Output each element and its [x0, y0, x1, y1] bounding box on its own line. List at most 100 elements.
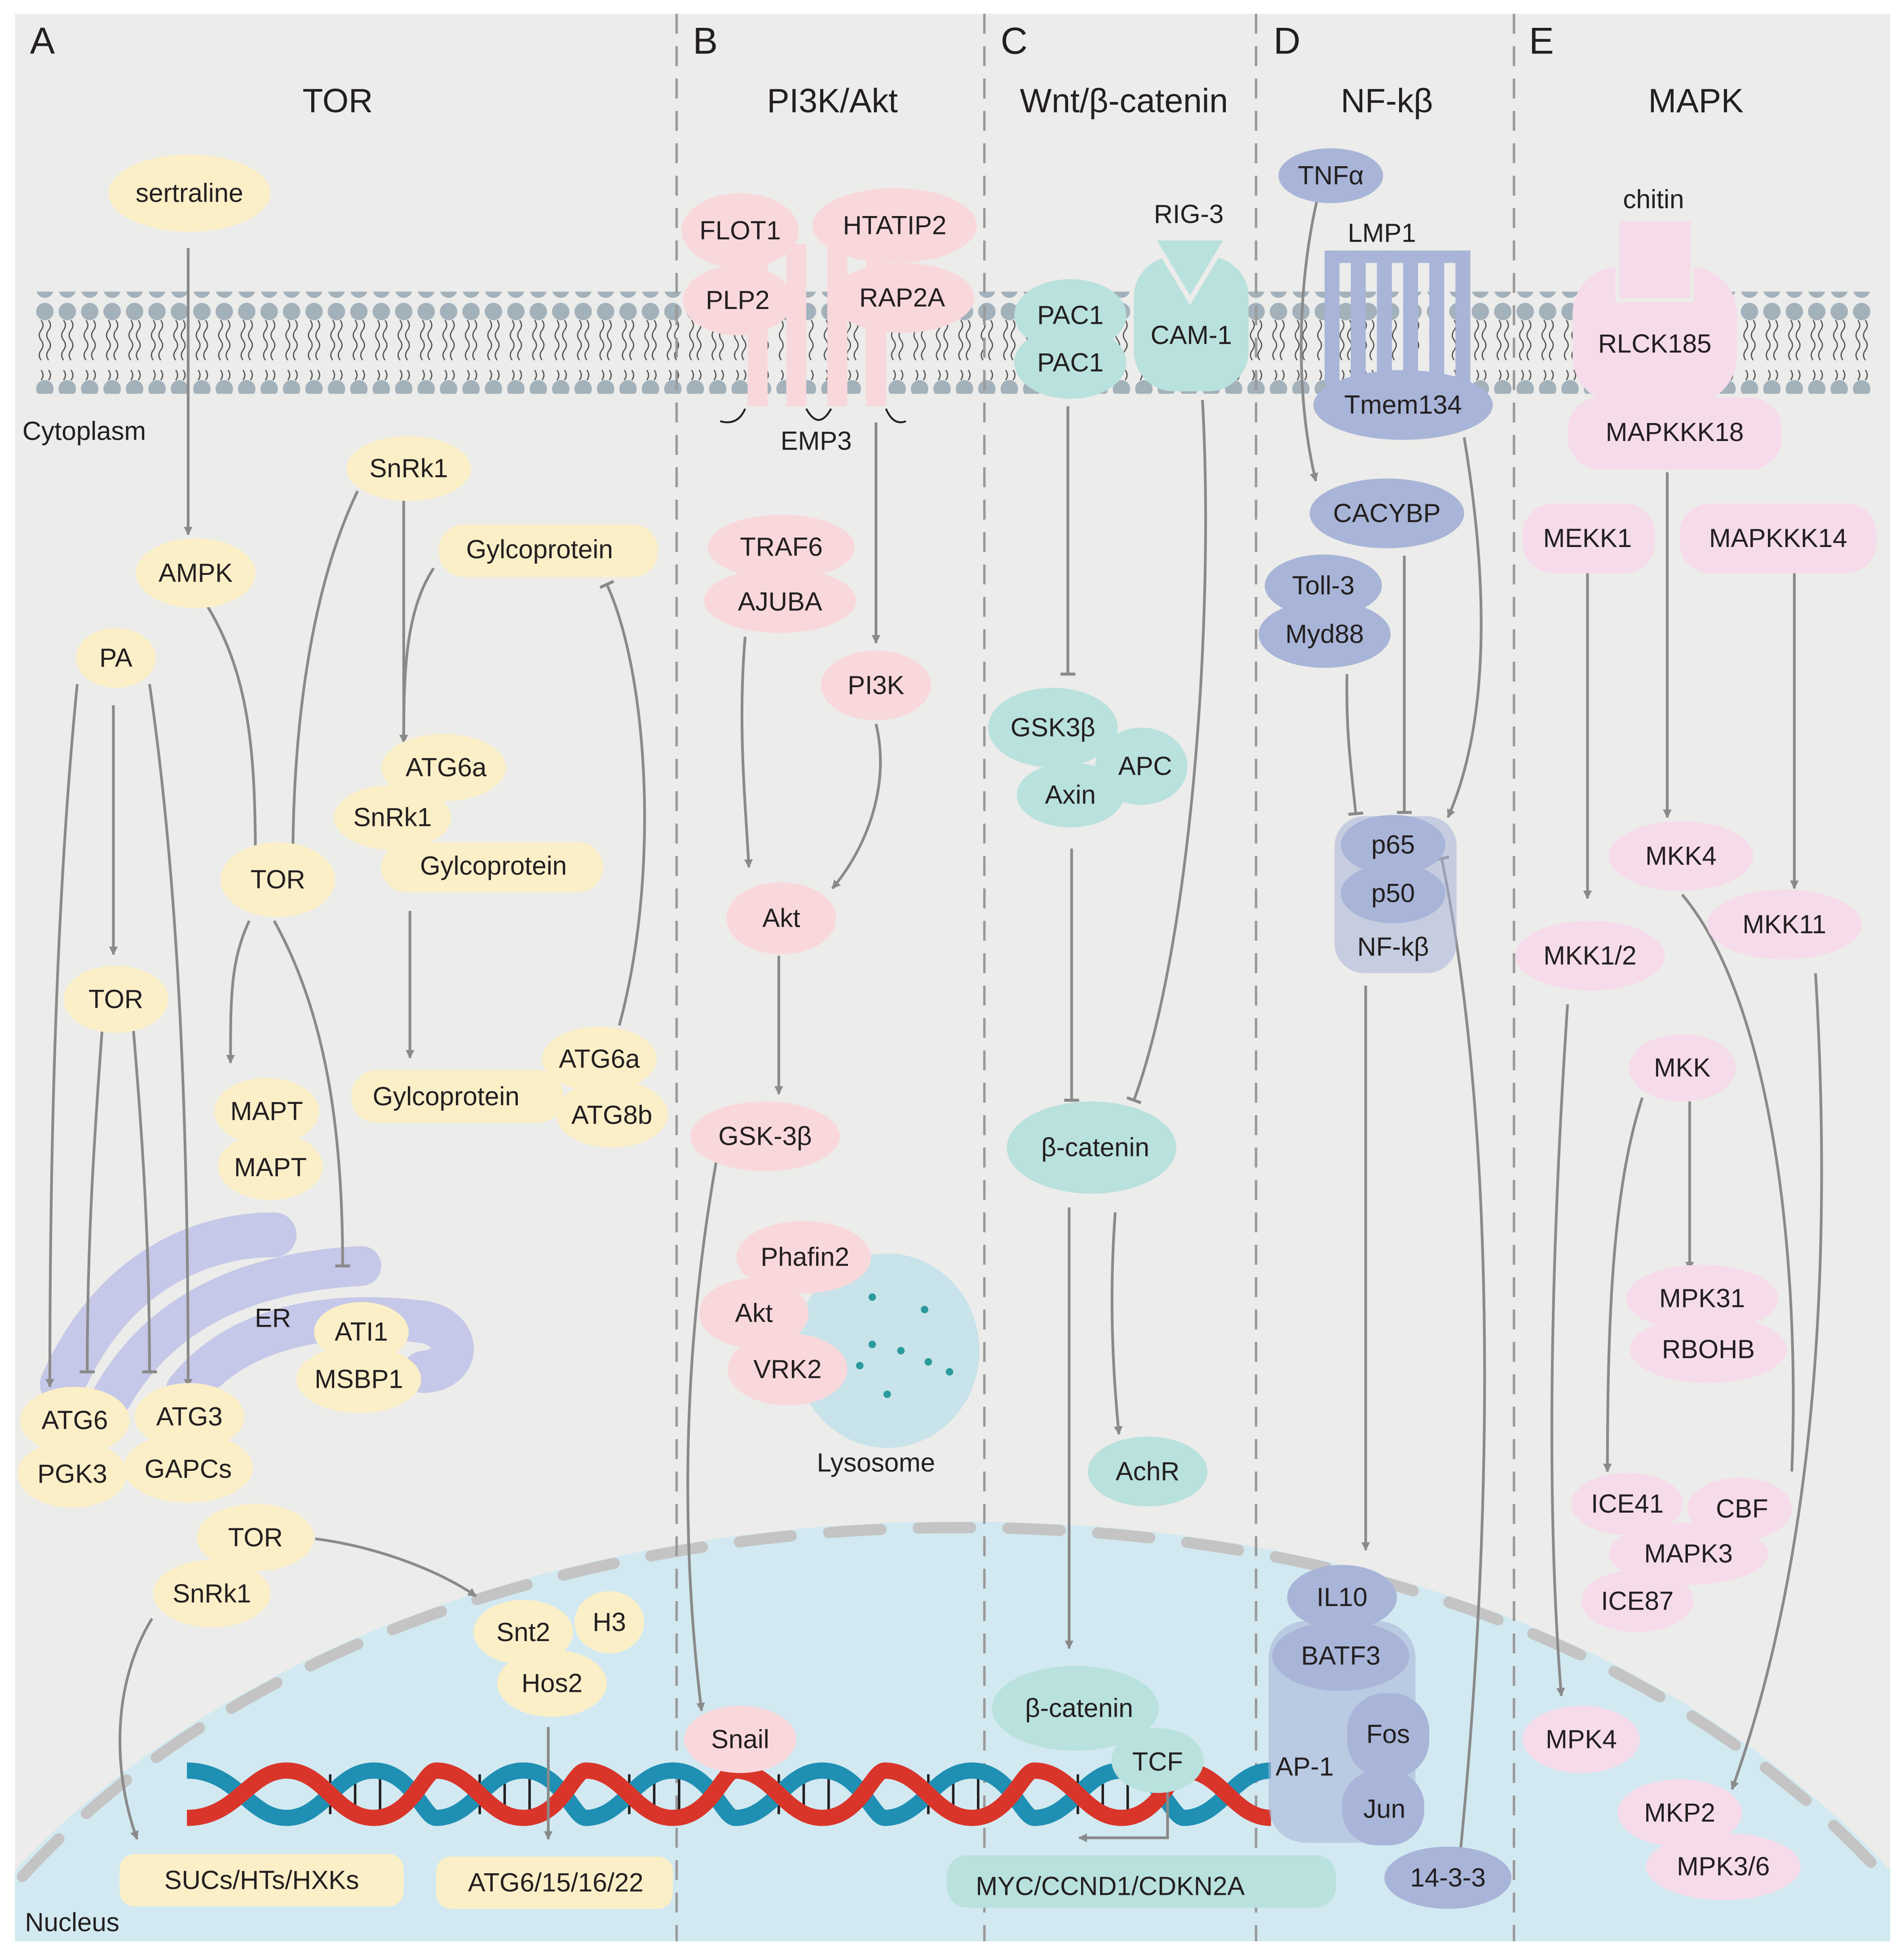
node-fos: [1347, 1693, 1430, 1778]
label-mapkkk18: MAPKKK18: [1606, 418, 1744, 447]
panel-title-wnt: Wnt/β-catenin: [1020, 82, 1228, 119]
node-tnfa: [1278, 148, 1383, 203]
panel-dividers: [675, 13, 1515, 1942]
label-ap1: AP-1: [1276, 1752, 1334, 1781]
label-emp3: EMP3: [781, 427, 852, 456]
panel-letter-a: A: [30, 20, 55, 62]
label-pgk3: PGK3: [37, 1459, 107, 1488]
node-cacybp: [1309, 478, 1464, 548]
label-fos: Fos: [1366, 1720, 1410, 1749]
node-tor-left: [63, 966, 168, 1033]
label-atg6: ATG6: [42, 1406, 108, 1435]
label-hos2: Hos2: [521, 1669, 583, 1698]
node-traf6: [707, 514, 855, 580]
node-flot1: [681, 193, 799, 268]
nodes-tor: sertraline AMPK PA SnRk1 Gylcoprotein TO…: [17, 154, 673, 1909]
label-rig3: RIG-3: [1154, 200, 1224, 229]
node-myc-genes: [947, 1855, 1336, 1908]
node-mekk1: [1523, 503, 1655, 574]
node-akt2: [699, 1278, 809, 1348]
label-achr: AchR: [1116, 1457, 1180, 1486]
label-h3: H3: [592, 1608, 626, 1637]
node-p50: [1341, 863, 1446, 923]
label-p65: p65: [1371, 830, 1415, 859]
node-mpk31: [1626, 1264, 1778, 1332]
node-gsk3b-pi3k: [690, 1101, 840, 1171]
node-gsk3b-wnt: [988, 688, 1118, 768]
label-p50: p50: [1371, 879, 1415, 908]
node-tmem134: [1313, 370, 1493, 440]
label-traf6: TRAF6: [740, 532, 822, 561]
label-tnfa: TNFα: [1298, 161, 1364, 190]
label-plp2: PLP2: [706, 286, 770, 315]
label-batf3: BATF3: [1301, 1641, 1381, 1670]
nuclear-envelope: [17, 1522, 1890, 1882]
node-tcf: [1111, 1728, 1204, 1793]
node-batf3: [1272, 1621, 1409, 1691]
label-atg8b: ATG8b: [571, 1100, 652, 1130]
label-tmem134: Tmem134: [1344, 390, 1462, 419]
lysosome: [795, 1253, 980, 1448]
label-akt: Akt: [762, 904, 800, 933]
lmp1-transmembrane: [1324, 250, 1471, 388]
label-tor-bottom: TOR: [228, 1523, 283, 1552]
node-mkk11: [1707, 889, 1862, 960]
node-vrk2: [728, 1333, 848, 1406]
node-snail: [684, 1706, 796, 1773]
node-snrk1-2: [334, 785, 451, 850]
node-plp2: [683, 265, 793, 335]
node-rig3-triangle: [1148, 235, 1232, 305]
label-sertraline: sertraline: [136, 179, 243, 208]
label-mkp2: MKP2: [1644, 1798, 1715, 1827]
panel-letter-e: E: [1529, 20, 1554, 62]
node-mkk12: [1515, 921, 1665, 991]
label-ajuba: AJUBA: [738, 587, 822, 616]
node-cam1: [1134, 256, 1249, 392]
label-tor-center: TOR: [251, 865, 305, 894]
label-glycoprotein-3: Gylcoprotein: [373, 1082, 520, 1111]
label-atg-genes: ATG6/15/16/22: [468, 1868, 644, 1897]
label-14-3-3: 14-3-3: [1410, 1863, 1485, 1892]
nodes-mapk: chitin RLCK185 MAPKKK18 MEKK1 MAPKKK14 M…: [1515, 185, 1877, 1900]
label-axin: Axin: [1045, 780, 1096, 809]
arrows-tor: [45, 248, 646, 1840]
node-mkk4: [1608, 821, 1754, 891]
node-atg6a-2: [542, 1027, 657, 1092]
label-nfkb: NF-kβ: [1357, 932, 1429, 962]
node-pa: [76, 628, 156, 688]
label-mapt-1: MAPT: [230, 1097, 303, 1126]
label-ice41: ICE41: [1591, 1489, 1664, 1518]
node-gapcs: [123, 1433, 253, 1503]
label-phafin2: Phafin2: [760, 1243, 849, 1272]
label-mkk: MKK: [1654, 1053, 1710, 1082]
label-gapcs: GAPCs: [145, 1454, 232, 1483]
label-snrk1-2: SnRk1: [353, 803, 432, 832]
label-lmp1: LMP1: [1348, 218, 1416, 247]
node-il10: [1287, 1565, 1397, 1630]
node-jun: [1342, 1770, 1424, 1845]
label-toll3: Toll-3: [1292, 571, 1355, 600]
label-rap2a: RAP2A: [859, 283, 945, 313]
label-cacybp: CACYBP: [1333, 499, 1441, 528]
label-msbp1: MSBP1: [314, 1365, 403, 1394]
label-rbohb: RBOHB: [1662, 1335, 1755, 1364]
nodes-nfkb: TNFα LMP1 Tmem134 CACYBP Toll-3 Myd88 p6…: [1258, 148, 1512, 1909]
label-atg6a-2: ATG6a: [559, 1045, 640, 1074]
label-akt2: Akt: [735, 1299, 773, 1328]
node-mpk36: [1646, 1832, 1801, 1900]
label-snrk1-top: SnRk1: [370, 454, 448, 483]
node-phafin2: [736, 1221, 871, 1293]
node-mpk4: [1523, 1706, 1640, 1773]
panel-title-mapk: MAPK: [1648, 82, 1744, 119]
label-ice87: ICE87: [1601, 1586, 1674, 1615]
label-jun: Jun: [1363, 1795, 1405, 1824]
node-ice41: [1571, 1473, 1683, 1535]
node-axin: [1016, 762, 1124, 828]
label-mpk31: MPK31: [1659, 1284, 1745, 1313]
cytoplasm-label: Cytoplasm: [22, 416, 146, 446]
node-mkp2: [1617, 1779, 1742, 1847]
panel-letter-b: B: [693, 20, 718, 62]
nodes-wnt: RIG-3 CAM-1 PAC1 PAC1 GSK3β APC Axin β-c…: [947, 200, 1336, 1908]
node-p65: [1341, 815, 1446, 875]
node-tor-center: [221, 842, 336, 917]
